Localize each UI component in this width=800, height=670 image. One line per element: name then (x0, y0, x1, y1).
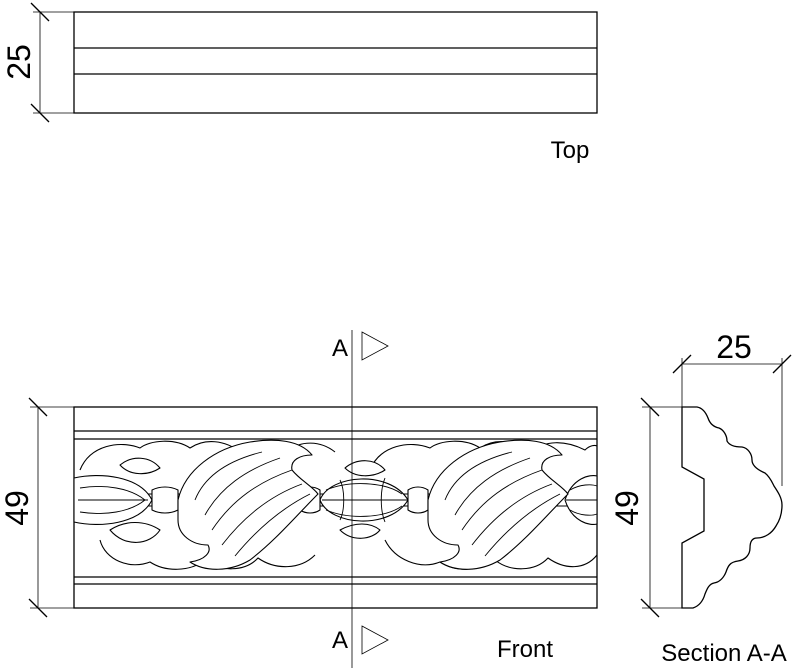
front-dimension-text: 49 (0, 490, 35, 526)
top-dimension: 25 (1, 2, 74, 123)
section-letter-top: A (332, 335, 348, 362)
section-arrow-top-icon (361, 331, 389, 361)
section-letter-bottom: A (332, 627, 348, 654)
front-view-label: Front (497, 636, 553, 663)
section-width-text: 25 (716, 329, 752, 365)
top-view: 25 Top (1, 2, 598, 164)
front-dimension: 49 (0, 397, 74, 618)
section-cut-line: A A (332, 330, 389, 668)
front-view: 49 A A Front (0, 330, 598, 668)
section-height-dimension: 49 (609, 397, 682, 618)
section-profile (681, 406, 783, 609)
section-arrow-bottom-icon (361, 625, 389, 655)
top-view-outline (73, 11, 598, 114)
section-width-dimension: 25 (672, 329, 792, 486)
section-view-label: Section A-A (661, 640, 786, 667)
section-height-text: 49 (609, 490, 645, 526)
top-dimension-text: 25 (1, 44, 37, 80)
leaf-ornament (73, 439, 598, 570)
top-view-label: Top (551, 137, 590, 164)
section-view: 49 25 Section A-A (609, 329, 792, 667)
